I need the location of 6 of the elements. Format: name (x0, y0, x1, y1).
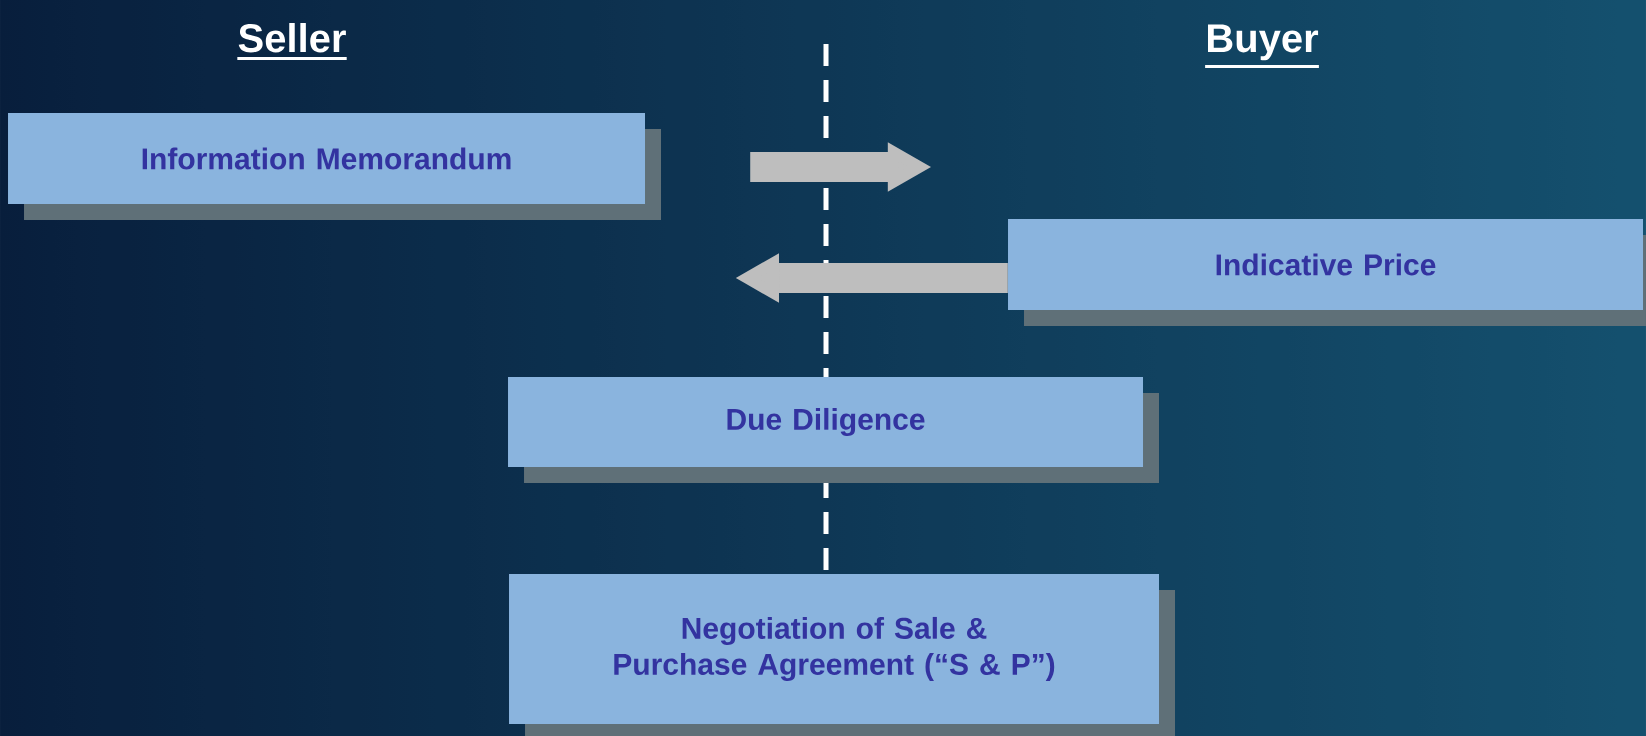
process-box: Negotiation of Sale & Purchase Agreement (“S & P”) (509, 574, 1175, 736)
process-box: Due Diligence (508, 377, 1159, 483)
process-box: Indicative Price (1008, 219, 1646, 326)
process-box: Information Memorandum (8, 113, 661, 220)
heading: Buyer (1205, 24, 1319, 68)
heading: Seller (237, 23, 347, 61)
